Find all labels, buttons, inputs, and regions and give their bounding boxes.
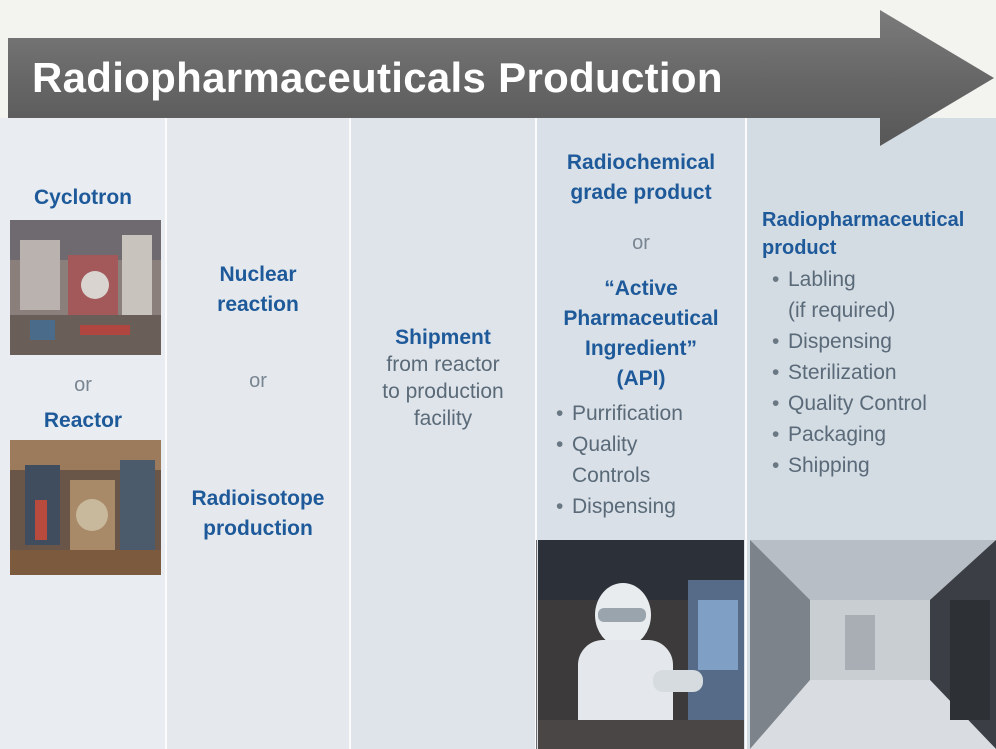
list-item: Quality Control — [768, 388, 988, 419]
column-divider — [745, 118, 747, 749]
shipment-line3: facility — [413, 407, 473, 430]
list-item: Dispensing — [768, 326, 988, 357]
cyclotron-photo — [10, 220, 161, 355]
list-item: Dispensing — [552, 491, 742, 522]
nuclear-reaction-line1: Nuclear — [219, 263, 297, 286]
page-title: Radiopharmaceuticals Production — [32, 54, 723, 101]
shipment-line1: from reactor — [386, 353, 500, 376]
or-text: or — [74, 374, 92, 396]
api-line1: “Active — [604, 277, 678, 300]
api-line3: Ingredient” — [584, 337, 697, 360]
list-item: Controls — [572, 464, 651, 487]
list-item: Sterilization — [768, 357, 988, 388]
radiopharmaceutical-line1: Radiopharmaceutical — [762, 209, 965, 231]
list-item: Labling — [768, 264, 988, 295]
stage-column-2 — [166, 118, 350, 749]
radioisotope-production-label: Radioisotope production — [166, 484, 350, 544]
stage-column-3 — [350, 118, 536, 749]
list-item: Packaging — [768, 419, 988, 450]
reactor-label: Reactor — [43, 409, 123, 432]
reactor-photo — [10, 440, 161, 575]
process-arrow — [8, 10, 994, 146]
nuclear-reaction-line2: reaction — [217, 293, 299, 316]
shipment-heading: Shipment — [395, 326, 491, 349]
radiochemical-line2: grade product — [570, 181, 712, 204]
cleanroom-worker-photo — [538, 540, 744, 749]
radiochemical-line1: Radiochemical — [566, 151, 716, 174]
list-item: (if required) — [788, 299, 896, 322]
radioisotope-line2: production — [203, 517, 313, 540]
list-item: Shipping — [768, 450, 988, 481]
or-text: or — [632, 232, 650, 254]
column-divider — [535, 118, 537, 749]
radiochemical-heading: Radiochemical grade product — [536, 148, 746, 208]
cyclotron-label: Cyclotron — [33, 186, 132, 209]
api-heading: “Active Pharmaceutical Ingredient” (API) — [536, 274, 746, 394]
facility-corridor-photo — [750, 540, 996, 749]
radiopharmaceutical-steps-list: Labling (if required) Dispensing Sterili… — [768, 264, 988, 481]
shipment-block: Shipment from reactor to production faci… — [350, 324, 536, 432]
shipment-line2: to production — [382, 380, 504, 403]
column-divider — [165, 118, 167, 749]
nuclear-reaction-label: Nuclear reaction — [166, 260, 350, 320]
list-item: Purrification — [552, 398, 742, 429]
arrow-shape — [8, 10, 994, 146]
radiopharmaceutical-line2: product — [762, 237, 837, 259]
or-text: or — [249, 370, 267, 392]
photo-edge — [536, 540, 537, 749]
column-divider — [349, 118, 351, 749]
api-line2: Pharmaceutical — [563, 307, 719, 330]
api-line4: (API) — [616, 367, 666, 390]
api-steps-list: Purrification Quality Controls Dispensin… — [552, 398, 742, 522]
list-item: Quality — [552, 429, 742, 460]
radioisotope-line1: Radioisotope — [191, 487, 325, 510]
radiopharmaceutical-heading: Radiopharmaceutical product — [762, 206, 996, 262]
